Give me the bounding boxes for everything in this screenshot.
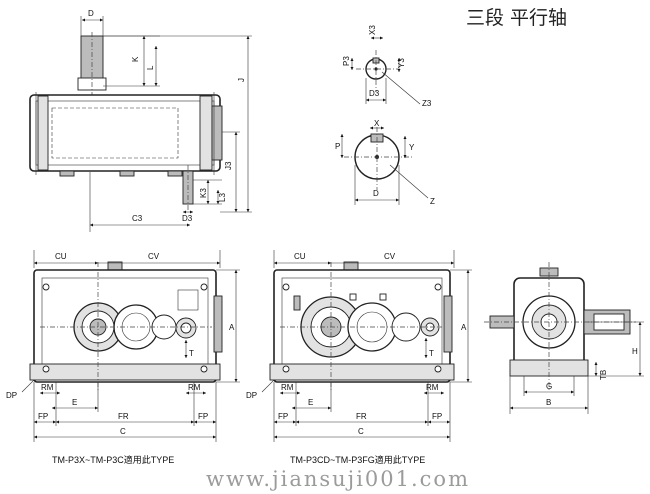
dim-FP-mid-label: FP [278, 412, 288, 421]
dim-Y3-label: Y3 [397, 58, 406, 68]
dim-T-mid-label: T [429, 349, 434, 358]
shaft-detail-z3: X3 P3 Y3 D3 Z3 [342, 25, 432, 108]
top-view [29, 32, 223, 212]
dim-A-label: A [229, 323, 235, 332]
dim-K3-label: K3 [199, 188, 208, 198]
dim-K-label: K [131, 56, 140, 62]
dim-Z-label: Z [430, 197, 435, 206]
dim-X3-label: X3 [368, 25, 377, 35]
caption-mid-type: TM-P3CD~TM-P3FG適用此TYPE [290, 454, 425, 465]
dim-G-label: G [546, 382, 552, 391]
side-view-dims: H TB G B [509, 321, 644, 414]
dim-CU-label: CU [55, 252, 67, 261]
dim-Y-label: Y [409, 143, 415, 152]
dim-L3-label: L3 [218, 193, 227, 202]
dim-DP-left-label: DP [6, 391, 17, 400]
dim-L-label: L [146, 65, 155, 70]
dim-B-label: B [546, 398, 551, 407]
dim-T-left-label: T [189, 349, 194, 358]
dim-D3-detail-label: D3 [369, 89, 380, 98]
dim-DP-mid-label: DP [246, 391, 257, 400]
dim-H-label: H [632, 347, 638, 356]
dim-RM-mid-right-label: RM [426, 383, 439, 392]
dim-CU-mid-label: CU [294, 252, 306, 261]
dim-C-left-label: C [120, 427, 126, 436]
dim-RM-left-label: RM [41, 383, 54, 392]
dim-J-label: J [237, 78, 246, 82]
dim-Z3-label: Z3 [422, 99, 432, 108]
dim-CV-mid-label: CV [384, 252, 396, 261]
dim-P-label: P [335, 142, 340, 151]
dim-TB-label: TB [599, 370, 608, 380]
dim-FP-left-label: FP [38, 412, 48, 421]
front-view-middle-dims: CU CV A RM RM DP E FP FR FP C T [246, 250, 472, 442]
dim-FR-mid-label: FR [356, 412, 367, 421]
dim-C3-label: C3 [132, 214, 143, 223]
dim-D3-label: D3 [182, 214, 193, 223]
dim-C-mid-label: C [358, 427, 364, 436]
dim-RM-mid-left-label: RM [281, 383, 294, 392]
dim-P3-label: P3 [342, 56, 351, 66]
dim-D-label: D [88, 9, 94, 18]
top-view-dims: D K L J J3 K3 L3 D3 C3 [80, 9, 252, 232]
dim-FP-left2-label: FP [198, 412, 208, 421]
dim-CV-label: CV [148, 252, 160, 261]
dim-FP-mid2-label: FP [432, 412, 442, 421]
drawing-title: 三段 平行轴 [466, 7, 567, 29]
dim-A-mid-label: A [461, 323, 467, 332]
dim-X-label: X [374, 119, 380, 128]
dim-RM-right-label: RM [188, 383, 201, 392]
dim-E-mid-label: E [308, 398, 313, 407]
dim-D-detail-label: D [373, 189, 379, 198]
front-view-left-dims: CU CV A RM RM DP E FP FR FP C T [6, 250, 240, 442]
dim-FR-left-label: FR [118, 412, 129, 421]
front-view-left [29, 261, 223, 390]
caption-left-type: TM-P3X~TM-P3C適用此TYPE [52, 454, 174, 465]
dim-J3-label: J3 [224, 161, 233, 170]
watermark-text: www.jiansuji001.com [206, 467, 470, 491]
dim-E-left-label: E [72, 398, 77, 407]
front-view-middle [269, 261, 455, 390]
shaft-detail-z: X P Y D Z [335, 119, 435, 206]
side-view [484, 262, 636, 390]
